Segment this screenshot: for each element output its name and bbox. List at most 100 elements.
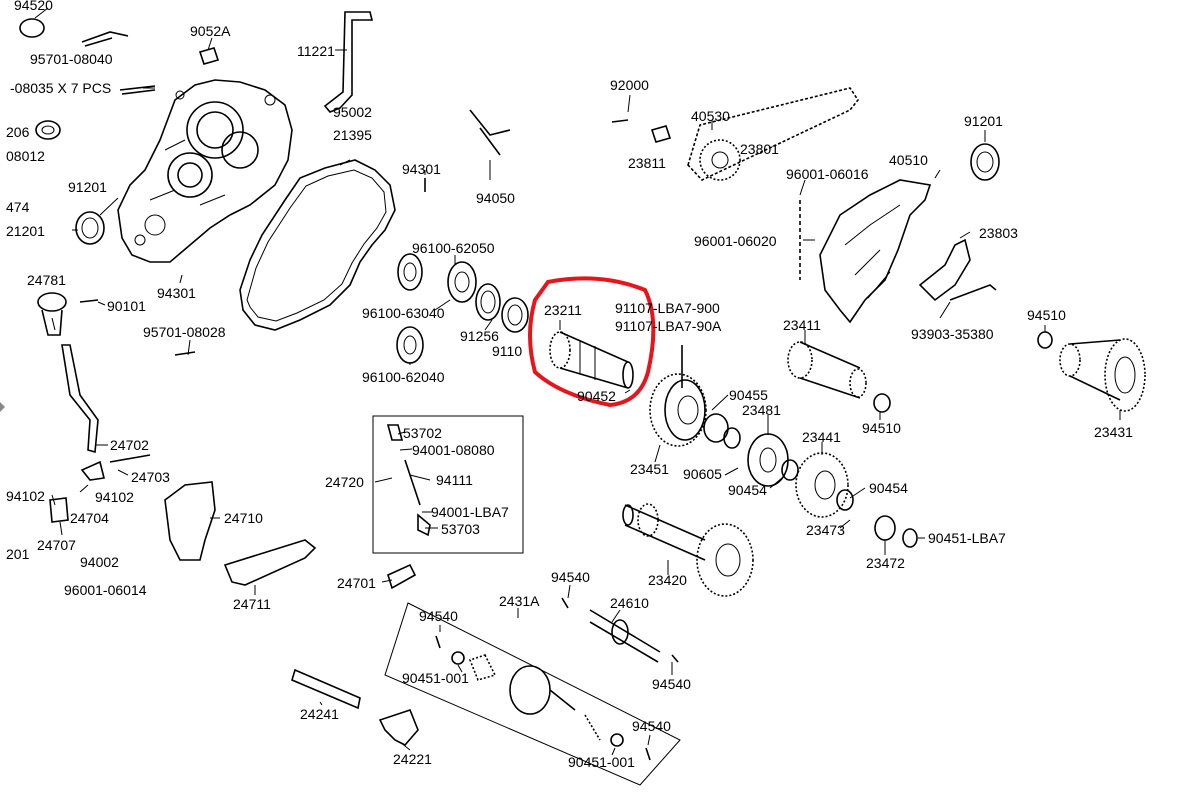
part-number-label: 91201 [964,113,1003,129]
part-number-label: 94001-08080 [412,442,495,458]
part-number-label: 96001-06014 [64,582,147,598]
part-number-label: 95002 [333,104,372,120]
part-number-label: 23811 [628,155,666,171]
highlight-circle [528,276,656,408]
part-number-label: 94102 [6,488,45,504]
part-number-label: 23473 [806,522,845,538]
part-number-label: 94540 [551,569,590,585]
part-number-label: 93903-35380 [911,326,994,342]
part-number-label: 96001-06016 [786,166,869,182]
part-number-label: 23481 [742,402,781,418]
shift-fork [918,238,971,302]
part-number-label: 94540 [652,676,691,692]
part-number-label: 206 [6,124,30,140]
oil-seal-91201 [75,211,105,245]
part-number-label: 92000 [610,77,649,93]
gear-23451 [649,345,707,447]
part-number-label: 90454 [728,482,767,498]
part-number-label: 24781 [27,272,66,288]
part-number-label: 94102 [95,489,134,505]
bolt [81,31,129,47]
part-number-label: 94002 [80,554,119,570]
shaft-23431 [1059,338,1146,412]
plate-24710 [164,481,216,561]
part-number-label: 94540 [419,608,458,624]
part-number-label: 53703 [441,521,480,537]
part-number-label: 94510 [1027,307,1066,323]
clip-94520 [19,18,45,38]
bolts-94050 [469,109,511,156]
part-number-label: 91201 [68,179,107,195]
part-number-label: 40510 [889,152,928,168]
part-number-label: 94301 [402,161,441,177]
part-number-label: 23420 [648,572,687,588]
shaft-24610 [589,609,661,663]
assembly-2431A [435,635,651,761]
kick-shaft [323,11,374,113]
part-number-label: 23451 [630,461,669,477]
part-number-label: 21201 [6,223,45,239]
part-number-label: 90101 [107,298,146,314]
part-number-label: 90455 [729,387,768,403]
part-number-label: 91256 [460,328,499,344]
part-number-label: 94520 [14,0,53,13]
part-number-label: 90451-001 [402,670,469,686]
part-number-label: 24707 [37,537,76,553]
part-number-label: 96100-63040 [362,305,445,321]
part-number-label: 95701-08028 [143,324,226,340]
cover-40510 [819,179,932,324]
pin-24241 [291,668,361,710]
part-number-label: 11221 [297,43,335,59]
shift-lever [37,292,99,454]
part-number-label: 24704 [70,510,109,526]
part-number-label: 474 [6,199,30,215]
bushing-23472 [874,515,896,541]
oil-seal [35,120,61,140]
part-number-label: 94001-LBA7 [431,504,509,520]
part-number-label: 53702 [403,425,442,441]
part-number-label: 201 [6,546,30,562]
part-number-label: 24702 [110,437,149,453]
part-number-label: 90451-001 [568,754,635,770]
part-number-label: 24720 [325,474,364,490]
arm-24711 [223,539,317,586]
part-number-label: 90454 [869,480,908,496]
chain-sprocket [650,87,859,181]
part-number-label: 24241 [300,706,339,722]
part-number-label: 94540 [632,718,671,734]
part-number-label: 23472 [866,555,905,571]
part-number-label: 90452 [577,388,616,404]
shaft-23420 [622,503,754,597]
part-number-label: 40530 [691,108,730,124]
scroll-indicator [0,402,5,412]
part-number-label: 08012 [6,148,45,164]
part-number-label: 23411 [783,317,821,333]
leader-lines [34,7,1121,756]
part-number-label: 96001-06020 [694,233,777,249]
part-number-label: -08035 X 7 PCS [10,80,112,96]
part-number-label: 9052A [190,23,231,39]
crankcase-cover [117,79,293,263]
shaft-23411 [787,341,867,399]
part-number-label: 24701 [337,575,376,591]
part-number-label: 24610 [610,595,649,611]
fork-24221 [378,709,419,746]
part-number-label: 24710 [224,510,263,526]
part-number-label: 24711 [233,596,271,612]
assembly-box-2431A [384,602,681,786]
part-number-label: 24703 [131,469,170,485]
part-number-label: 24221 [393,751,432,767]
part-number-label: 91107-LBA7-900 [615,300,720,316]
part-number-label: 9110 [492,343,523,359]
part-number-label: 23431 [1094,424,1133,440]
bearings [396,253,529,364]
gasket [239,159,396,331]
part-number-label: 94301 [157,285,196,301]
part-number-label: 96100-62040 [362,369,445,385]
part-number-label: 96100-62050 [412,240,495,256]
part-number-label: 23441 [802,429,841,445]
washer-90455 [703,413,729,443]
part-number-label: 23803 [979,225,1018,241]
